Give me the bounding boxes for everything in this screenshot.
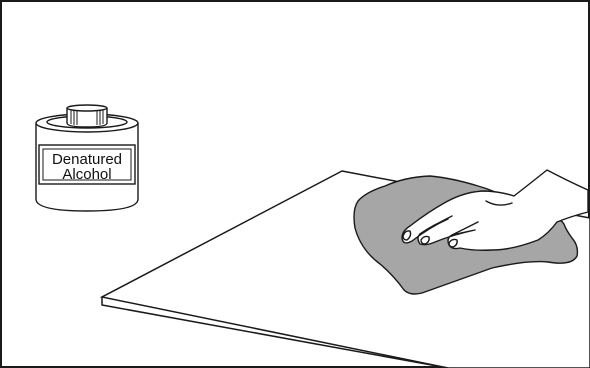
fingernail-2 bbox=[421, 236, 429, 244]
can-label-line2: Alcohol bbox=[62, 166, 111, 183]
fingernail-3 bbox=[449, 239, 457, 247]
can-cap-top bbox=[67, 105, 107, 111]
